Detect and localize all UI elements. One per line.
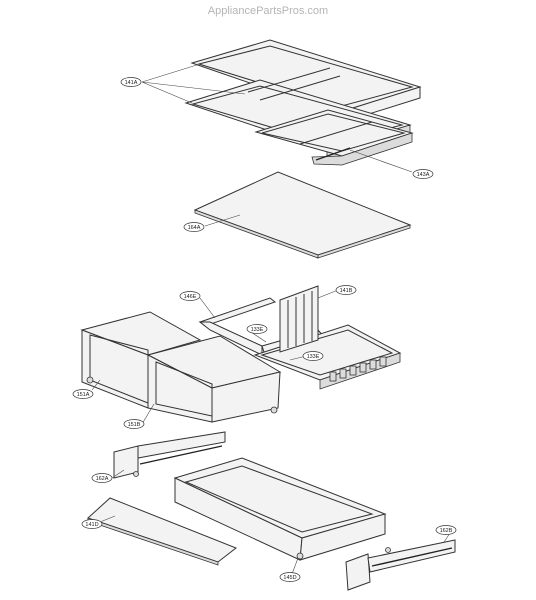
callout-145D[interactable]: 145D [279, 572, 301, 582]
divider-141B[interactable] [279, 285, 319, 353]
svg-text:146E: 146E [184, 294, 197, 300]
callout-133E-upper[interactable]: 133E [246, 324, 268, 334]
callout-164A[interactable]: 164A [183, 222, 205, 232]
svg-text:143A: 143A [417, 172, 430, 178]
cover-164A[interactable] [193, 171, 412, 259]
svg-text:141A: 141A [125, 80, 138, 86]
svg-text:141D: 141D [85, 522, 98, 528]
slide-rail-162B[interactable] [345, 539, 456, 591]
svg-text:164A: 164A [188, 225, 201, 231]
svg-text:145D: 145D [283, 575, 296, 581]
callout-141B[interactable]: 141B [335, 285, 357, 295]
shelf-143A[interactable] [254, 109, 414, 166]
callout-151B[interactable]: 151B [123, 419, 145, 429]
svg-text:162A: 162A [96, 476, 109, 482]
watermark: AppliancePartsPros.com [208, 5, 328, 17]
slide-rail-162A[interactable] [113, 431, 226, 479]
callout-162A[interactable]: 162A [91, 473, 113, 483]
svg-text:162B: 162B [440, 528, 453, 534]
callout-162B[interactable]: 162B [435, 525, 457, 535]
callout-151A[interactable]: 151A [72, 389, 94, 399]
svg-text:151B: 151B [128, 422, 141, 428]
callout-141A[interactable]: 141A [120, 77, 142, 87]
crisper-drawer-151B[interactable] [146, 335, 282, 423]
svg-text:133E: 133E [307, 354, 320, 360]
svg-text:141B: 141B [340, 288, 353, 294]
callout-146E[interactable]: 146E [179, 291, 201, 301]
callout-143A[interactable]: 143A [412, 169, 434, 179]
svg-text:151A: 151A [77, 392, 90, 398]
callout-133E-lower[interactable]: 133E [302, 351, 324, 361]
callout-141D[interactable]: 141D [81, 519, 103, 529]
freezer-pan-145D[interactable] [173, 457, 387, 561]
crisper-drawer-151A[interactable] [80, 311, 202, 409]
svg-text:133E: 133E [251, 327, 264, 333]
slat-row [329, 356, 387, 382]
